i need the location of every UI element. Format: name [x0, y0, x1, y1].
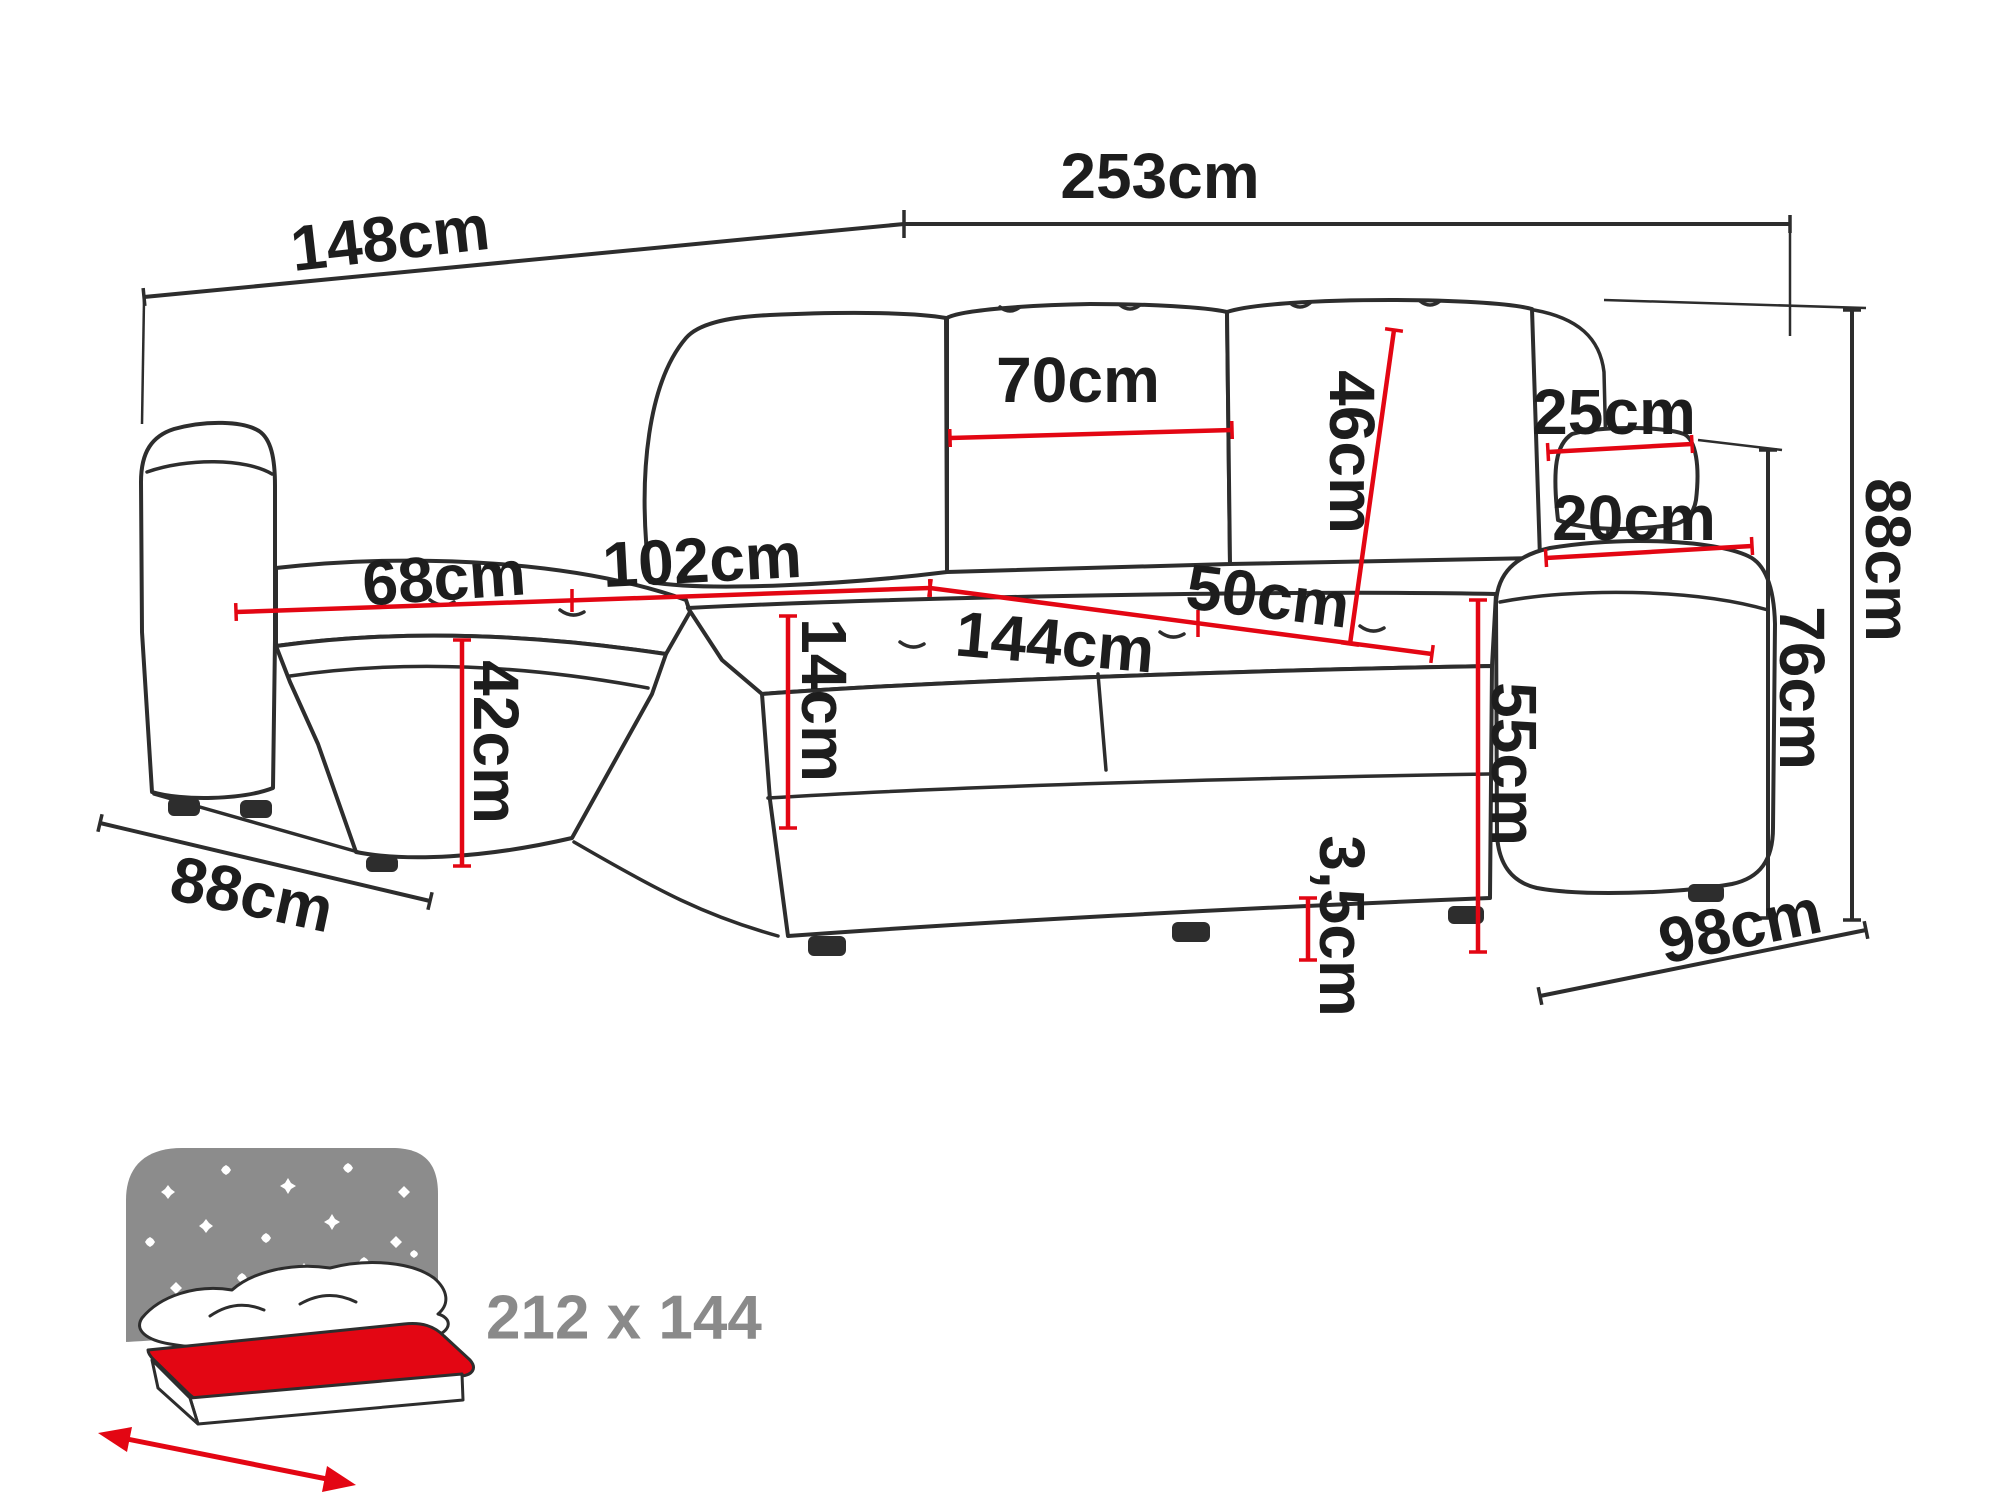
dim-label-total-height: 88cm: [1852, 478, 1924, 642]
unfold-arrow-line: [109, 1433, 345, 1485]
dim-label-seat-cushion-height: 14cm: [788, 618, 860, 782]
dim-label-armrest-height: 76cm: [1766, 606, 1838, 770]
dimension-labels: 148cm 253cm 70cm 46cm 25cm 20cm 68cm 102…: [164, 140, 1924, 1017]
right-armrest-top-edge: [1498, 590, 1770, 612]
unfold-arrow-head-right: [322, 1466, 356, 1492]
sleeping-function-icon: 212 x 144: [98, 1148, 762, 1492]
leg: [366, 856, 398, 872]
ext-line-88-top: [1603, 298, 1867, 310]
dim-line-70cm: [947, 420, 1235, 448]
dim-label-width-total: 253cm: [1060, 140, 1259, 212]
dim-line-25cm: [1545, 434, 1695, 462]
floor-edge-corner: [572, 840, 780, 938]
leg: [808, 936, 846, 956]
dim-label-chaise-length: 102cm: [601, 519, 804, 601]
mattress-side-left: [150, 1358, 200, 1426]
dim-line-144cm-50cm: [927, 578, 1435, 664]
leg: [240, 800, 272, 818]
seat-front-seam: [766, 772, 1491, 800]
dim-label-chaise-front-width: 88cm: [164, 842, 339, 946]
dim-label-backrest-height: 46cm: [1316, 370, 1388, 534]
dim-line-68cm-102cm: [233, 578, 933, 622]
dim-line-88cm-front: [96, 813, 434, 911]
dim-line-98cm: [1536, 920, 1870, 1006]
dim-label-seat-width: 144cm: [953, 597, 1158, 686]
dim-label-back-cushion-width: 70cm: [996, 344, 1160, 416]
dim-label-chaise-side-height: 42cm: [460, 660, 532, 824]
dim-line-20cm: [1543, 536, 1755, 568]
seat-cushion-split: [1096, 672, 1108, 772]
unfold-arrow-head-left: [98, 1427, 132, 1452]
seat-front-face: [760, 664, 1494, 938]
left-armrest-top-edge: [145, 460, 274, 476]
outer-dimension-lines: [96, 210, 1870, 1006]
sleeping-area-label: 212 x 144: [486, 1284, 762, 1353]
ext-line-left: [140, 299, 146, 425]
backrest-side-edge: [1532, 308, 1610, 536]
leg: [1688, 884, 1724, 902]
inner-dimension-lines: [233, 327, 1755, 962]
dim-label-chaise-seat-width: 68cm: [360, 536, 528, 619]
dim-label-leg-clearance: 3,5cm: [1306, 835, 1378, 1016]
dim-label-armrest-width: 20cm: [1552, 482, 1716, 554]
leg: [1172, 922, 1210, 942]
unfold-arrow-icon: [98, 1427, 356, 1492]
leg: [168, 798, 200, 816]
dim-label-depth-left: 148cm: [287, 191, 493, 285]
left-armrest: [139, 420, 277, 800]
duvet-fold-lines: [208, 1294, 358, 1318]
ext-line-76-top: [1697, 438, 1783, 452]
dim-label-seat-height: 55cm: [1478, 682, 1550, 846]
dim-label-headrest-width: 25cm: [1532, 376, 1696, 448]
